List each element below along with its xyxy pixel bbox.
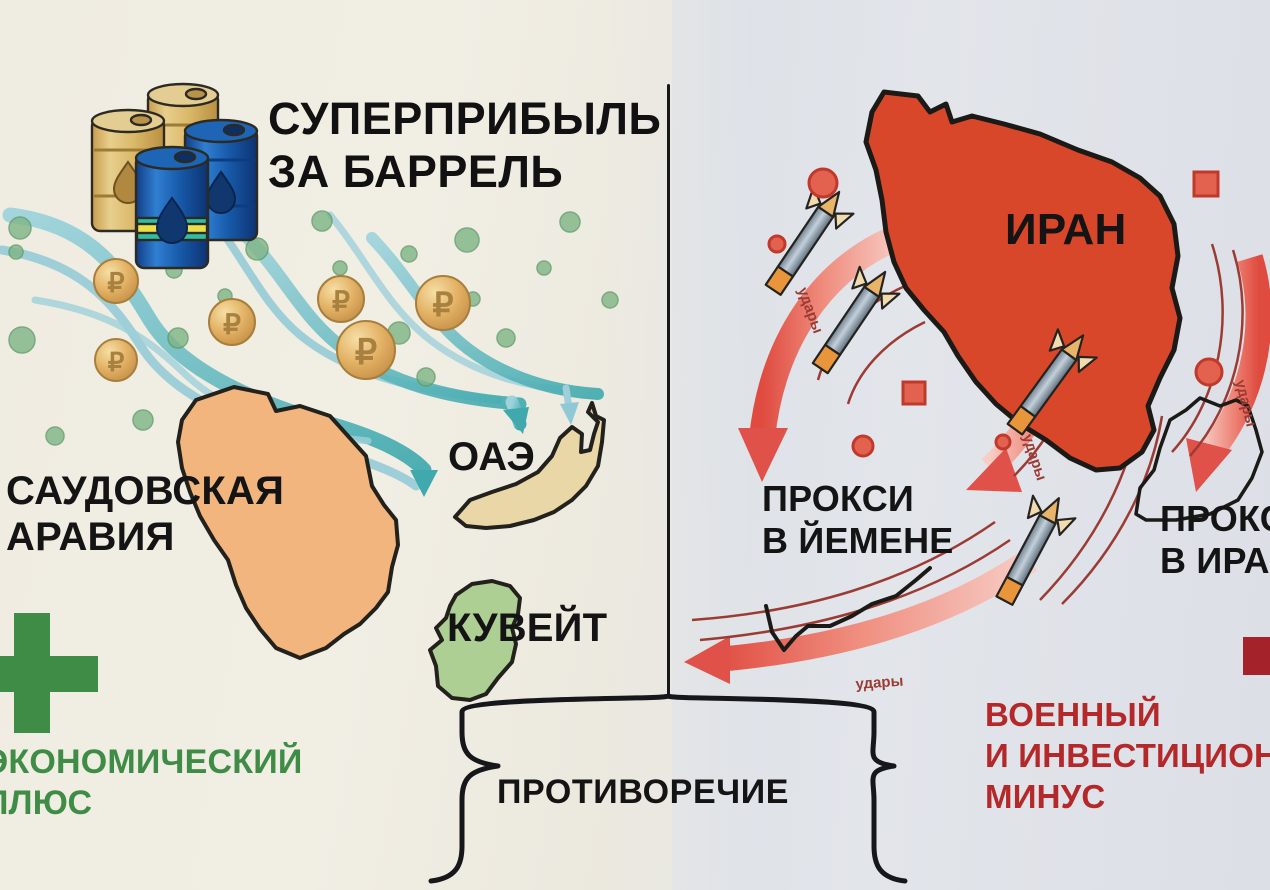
plus-sign-icon	[0, 613, 98, 733]
map-label-kuwait: КУВЕЙТ	[447, 606, 608, 650]
map-label-saudi-arabia: САУДОВСКАЯ АРАВИЯ	[6, 469, 285, 559]
minus-sign-icon	[1243, 637, 1270, 675]
panel-divider-line	[667, 84, 670, 698]
center-bracket-label: ПРОТИВОРЕЧИЕ	[497, 773, 790, 811]
map-label-proxy-iraq: ПРОКСИ В ИРАКЕ	[1160, 498, 1270, 581]
map-label-uae: ОАЭ	[448, 435, 536, 479]
strike-label-4: удары	[855, 672, 904, 693]
verdict-military-minus: ВОЕННЫЙ И ИНВЕСТИЦИОННЫЙ МИНУС	[985, 696, 1270, 815]
map-label-proxy-yemen: ПРОКСИ В ЙЕМЕНЕ	[762, 478, 954, 561]
headline-superprofit: СУПЕРПРИБЫЛЬ ЗА БАРРЕЛЬ	[268, 93, 662, 198]
verdict-economic-plus: ЭКОНОМИЧЕСКИЙ ПЛЮС	[0, 743, 303, 823]
plus-bar-vertical	[14, 613, 50, 733]
map-label-iran: ИРАН	[1005, 205, 1127, 254]
